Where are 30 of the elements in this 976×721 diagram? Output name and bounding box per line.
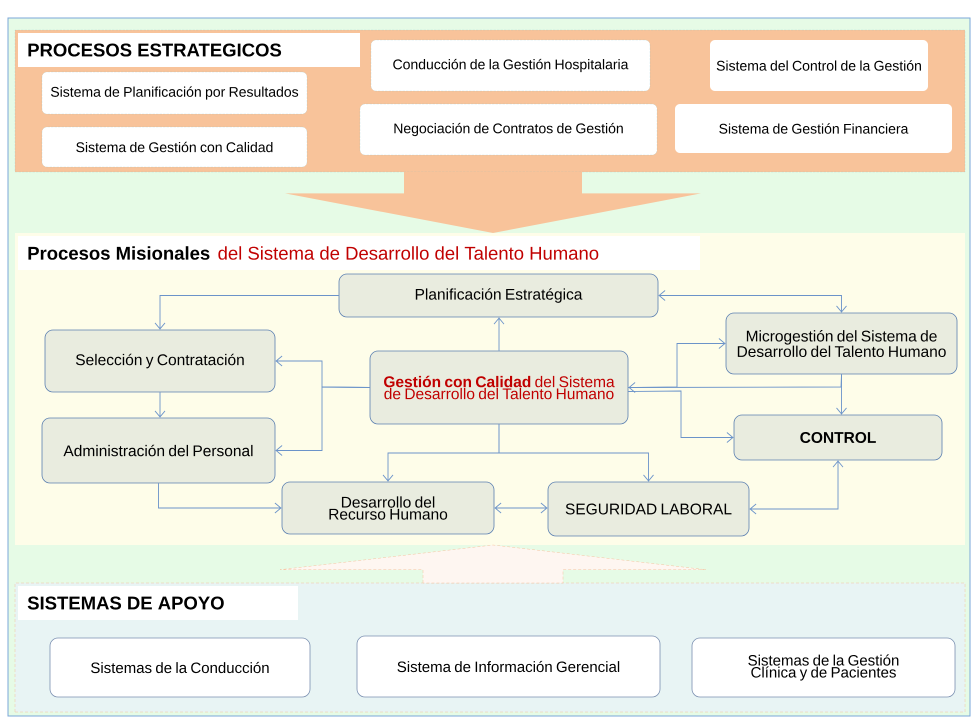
arrow	[154, 295, 340, 330]
process-box: CONTROL	[734, 414, 942, 460]
arrow	[275, 386, 370, 456]
arrow	[154, 392, 166, 418]
arrow	[749, 460, 844, 514]
block-arrow	[280, 544, 706, 584]
arrow	[628, 374, 842, 393]
arrow	[498, 424, 654, 482]
arrow	[494, 317, 504, 352]
block-arrow	[285, 172, 701, 233]
process-box: Planificación Estratégica	[338, 274, 658, 318]
arrow	[628, 390, 734, 443]
arrow	[158, 482, 282, 514]
process-box: Sistema de Información Gerencial	[356, 636, 660, 698]
process-box: Sistema del Control de la Gestión	[710, 40, 928, 91]
process-box: Administración del Personal	[42, 418, 276, 484]
process-box: SEGURIDAD LABORAL	[548, 482, 750, 536]
process-box: Sistema de Gestión con Calidad	[42, 126, 308, 168]
process-box: Conducción de la Gestión Hospitalaria	[370, 40, 650, 92]
process-box: Sistema de Gestión Financiera	[675, 104, 952, 153]
process-box: Desarrollo del Recurso Humano	[282, 482, 494, 534]
process-box: Selección y Contratación	[44, 330, 276, 392]
process-box: Sistemas de la Gestión Clínica y de Pacientes	[692, 638, 956, 698]
process-box: Gestión con Calidad del Sistema de Desarrollo del Talento Humano	[370, 350, 628, 424]
process-box: Sistemas de la Conducción	[50, 638, 310, 698]
process-box: Sistema de Planificación por Resultados	[42, 72, 308, 114]
process-box: Microgestión del Sistema de Desarrollo del Talento Humano	[726, 312, 958, 374]
arrow	[658, 290, 847, 313]
process-box: Negociación de Contratos de Gestión	[360, 104, 658, 156]
arrow	[494, 502, 548, 514]
